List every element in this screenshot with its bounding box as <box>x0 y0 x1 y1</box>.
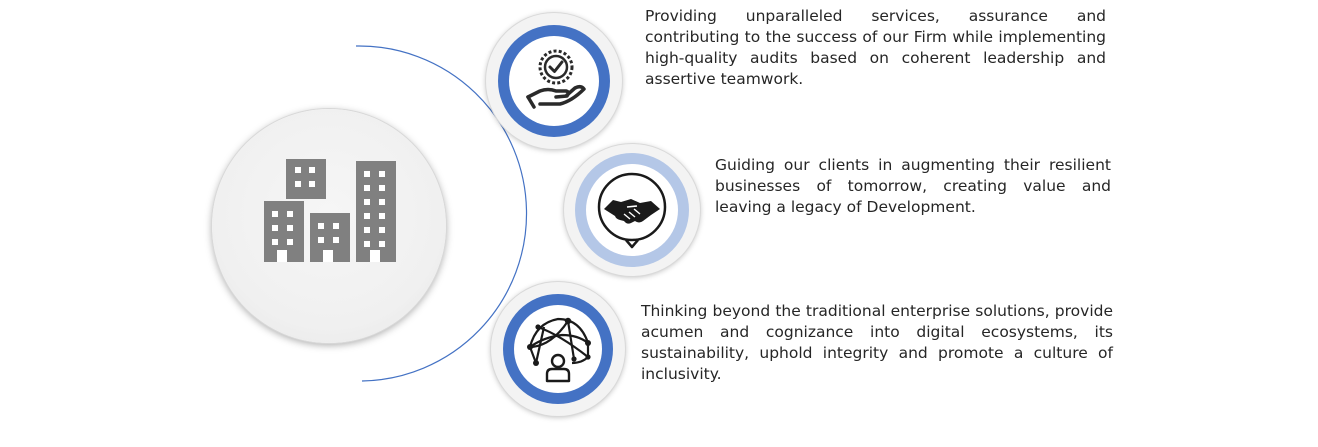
office-buildings-icon <box>264 159 396 262</box>
digital-network-user-icon <box>527 317 591 383</box>
item-3-description: Thinking beyond the traditional enterpri… <box>641 302 1113 383</box>
node-2-circle <box>564 144 700 276</box>
item-1-description: Providing unparalleled services, assuran… <box>645 7 1106 88</box>
central-circle <box>212 109 446 343</box>
node-1-circle <box>486 13 622 149</box>
quality-assurance-hand-icon <box>526 49 586 109</box>
item-2-description: Guiding our clients in augmenting their … <box>715 156 1111 216</box>
handshake-icon <box>597 172 667 249</box>
node-3-circle <box>491 282 625 416</box>
